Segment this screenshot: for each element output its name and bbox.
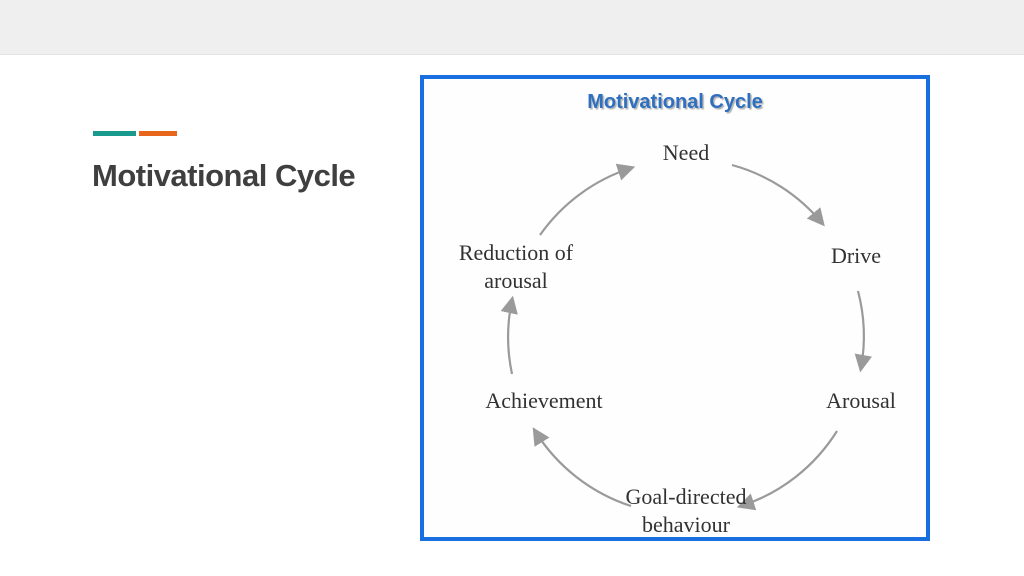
accent-segment-orange [139, 131, 177, 136]
arrow-reduction-to-need [539, 163, 636, 236]
arrow-drive-to-arousal [854, 290, 873, 373]
node-reduction-of-arousal: Reduction of arousal [458, 240, 574, 293]
arrow-goal-to-achievement [532, 427, 632, 508]
accent-segment-teal [93, 131, 136, 136]
node-arousal: Arousal [826, 388, 896, 413]
node-goal-directed-behaviour: Goal-directed behaviour [625, 484, 747, 537]
arrow-achievement-to-reduction [500, 295, 518, 375]
node-need: Need [662, 140, 710, 165]
node-achievement: Achievement [485, 388, 603, 413]
arrow-arousal-to-goal [736, 430, 838, 511]
accent-divider [93, 131, 177, 136]
diagram-title: Motivational Cycle [587, 91, 763, 113]
motivational-cycle-diagram: Motivational Cycle Need Drive Arousal Go… [420, 75, 930, 541]
slide-title: Motivational Cycle [92, 158, 356, 193]
node-drive: Drive [830, 243, 882, 268]
cycle-arrows [500, 163, 873, 511]
arrow-need-to-drive [731, 163, 825, 227]
slide-header-band [0, 0, 1024, 55]
